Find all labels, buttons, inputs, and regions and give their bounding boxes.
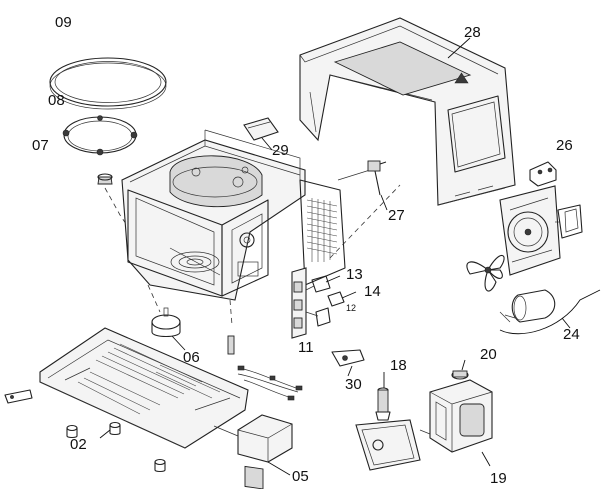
leaders-18-20-19 [383, 359, 491, 467]
lamp-socket [337, 160, 387, 196]
leaders-13-14 [325, 275, 357, 299]
diode-holder [375, 387, 391, 421]
magnetron-bracket [355, 419, 421, 471]
waveguide-cover [243, 117, 279, 141]
label-part-28: 28 [464, 24, 481, 41]
label-part-05: 05 [292, 468, 309, 485]
leader-02 [99, 429, 111, 439]
cavity-assembly [121, 129, 346, 301]
base-plate [4, 327, 249, 449]
label-part-18: 18 [390, 357, 407, 374]
brace-24 [499, 289, 601, 335]
label-part-30: 30 [345, 376, 362, 393]
label-part-06: 06 [183, 349, 200, 366]
label-part-12: 12 [346, 303, 357, 313]
label-part-26: 26 [556, 137, 573, 154]
label-part-27: 27 [388, 207, 405, 224]
coupler [97, 173, 113, 185]
turntable-motor [151, 307, 181, 338]
dash-lines-cavity [147, 184, 401, 326]
label-part-13: 13 [346, 266, 363, 283]
outer-case [299, 17, 516, 206]
fan-blade [466, 254, 505, 292]
label-part-19: 19 [490, 470, 507, 487]
turntable-tray [49, 57, 167, 110]
label-part-29: 29 [272, 142, 289, 159]
thermostat-bracket [331, 349, 365, 367]
foot-left [66, 424, 78, 439]
fan-motor-bracket [529, 161, 557, 187]
leader-06 [171, 335, 186, 351]
thermal-cutout [451, 370, 469, 380]
label-part-08: 08 [48, 92, 65, 109]
pin [227, 335, 235, 355]
leader-05 [267, 461, 291, 476]
label-part-09: 09 [55, 14, 72, 31]
label-part-14: 14 [364, 283, 381, 300]
leader-27 [380, 194, 388, 211]
roller-ring [62, 115, 138, 156]
label-part-20: 20 [480, 346, 497, 363]
leader-29 [261, 137, 273, 151]
label-part-07: 07 [32, 137, 49, 154]
transformer [213, 414, 293, 489]
label-part-11: 11 [298, 339, 314, 356]
capacitor [499, 289, 556, 323]
leader-30 [347, 365, 353, 377]
leader-28 [447, 37, 471, 59]
fan-duct [499, 185, 583, 276]
label-part-02: 02 [70, 436, 87, 453]
label-part-24: 24 [563, 326, 580, 343]
dash-line-coupler [104, 187, 153, 263]
leader-24 [561, 317, 571, 329]
magnetron [419, 379, 493, 453]
wire-harness [237, 365, 303, 401]
door-switch-assembly [291, 267, 345, 339]
foot-middle [109, 421, 121, 436]
foot-right [154, 458, 166, 473]
